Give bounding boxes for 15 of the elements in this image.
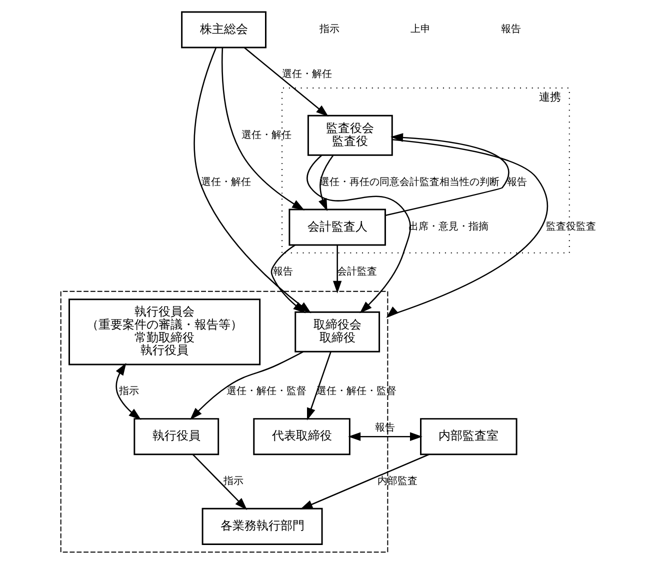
edge-label: 監査役監査 [546, 222, 596, 233]
edge-label: 指示 [118, 386, 139, 398]
label: 指示 [319, 24, 340, 36]
edge-label: 報告 [375, 422, 396, 434]
edge-label: 選任・解任 [201, 176, 252, 188]
edge-label: 報告 [507, 176, 528, 188]
edge-label: 報告 [273, 266, 294, 278]
edge-label: 内部監査 [378, 476, 418, 487]
label: 上申 [410, 24, 430, 36]
edge-label: 選任・解任・監督 [316, 386, 397, 398]
edge-label: 指示 [224, 476, 244, 487]
edge-label: 選任・解任 [282, 69, 332, 80]
edge-label: 選任・解任 [242, 130, 292, 141]
edge-label: 選任・解任・監督 [226, 386, 307, 398]
label: 報告 [501, 24, 522, 36]
